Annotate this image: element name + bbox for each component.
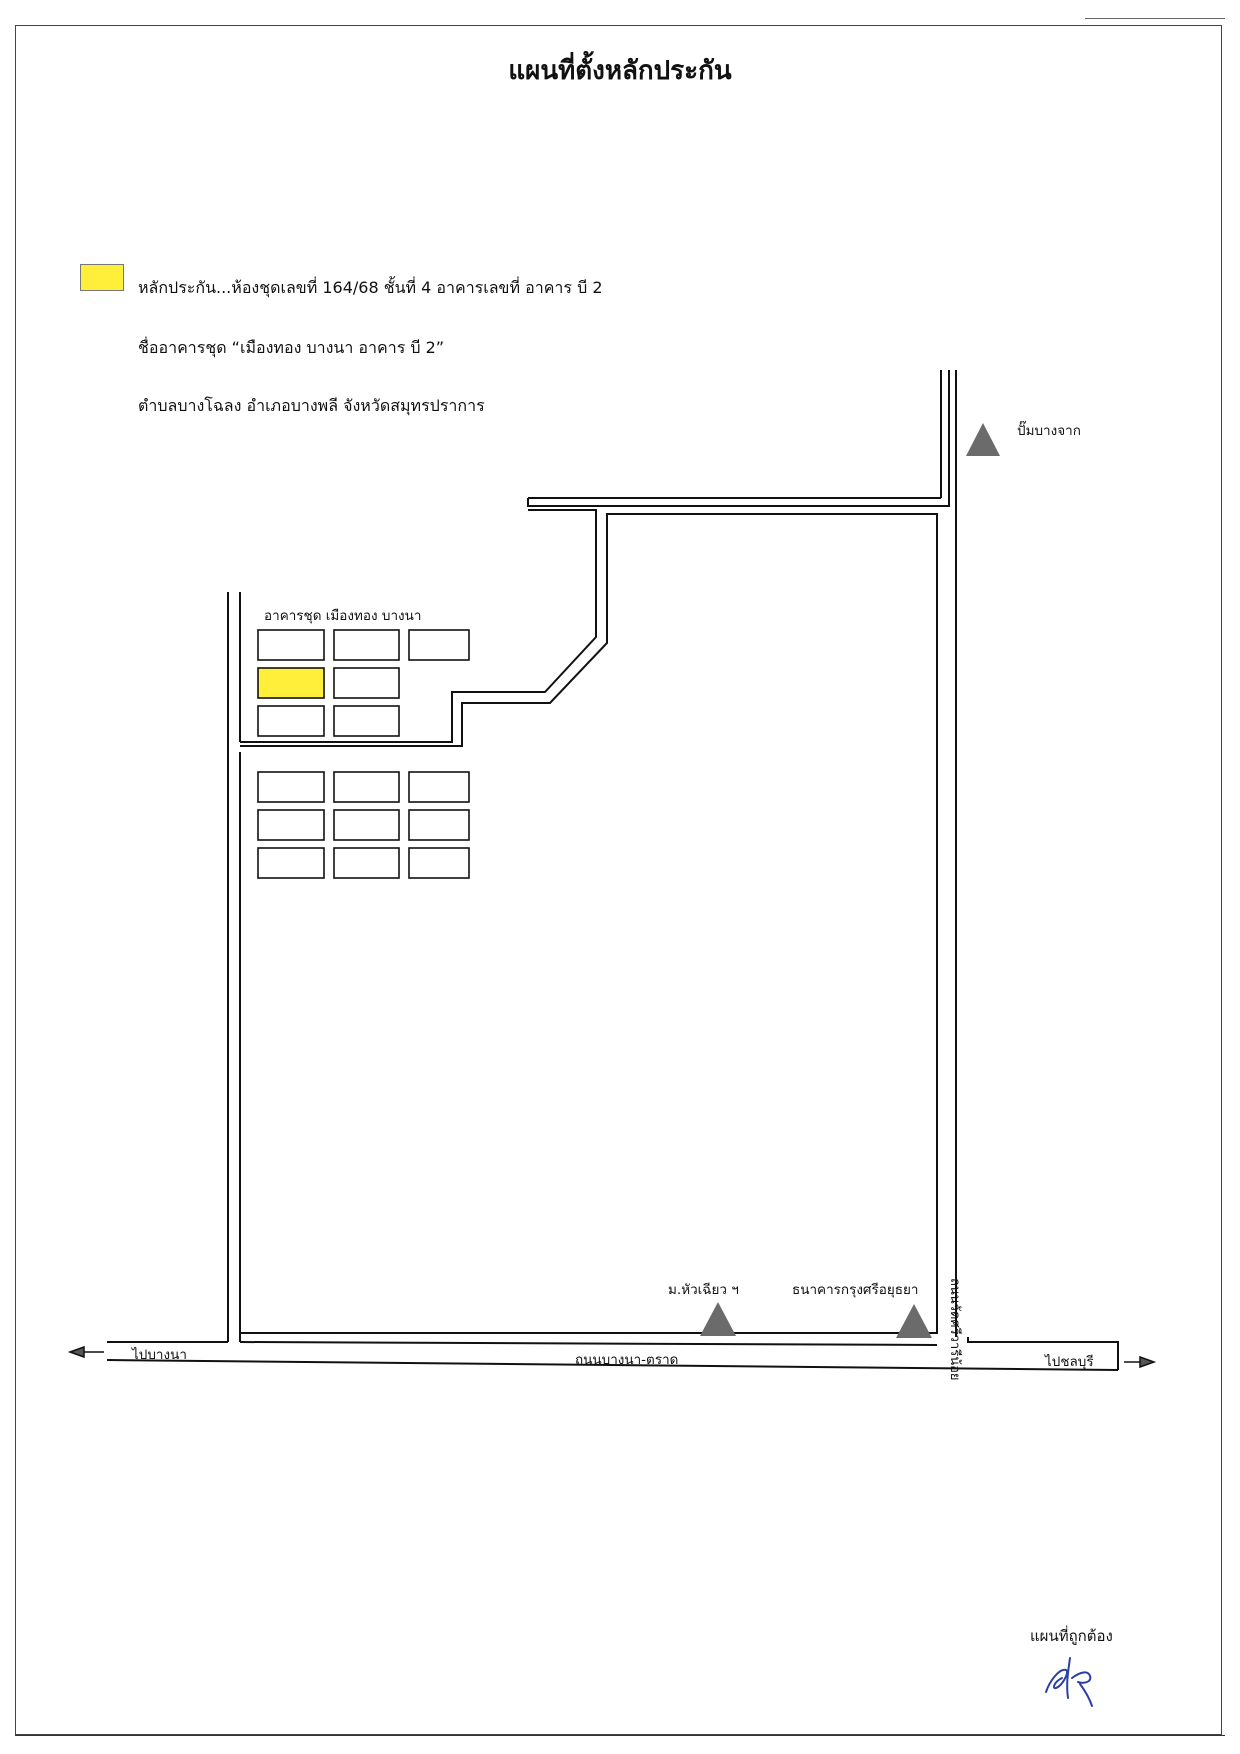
building-block	[333, 809, 400, 841]
building-block	[333, 771, 400, 803]
building-name: ชื่ออาคารชุด “เมืองทอง บางนา อาคาร บี 2”	[138, 338, 445, 357]
scan-top-line	[1085, 18, 1225, 19]
access-road	[240, 509, 597, 743]
building-block	[408, 629, 470, 661]
main-road-label: ถนนบางนา-ตราด	[575, 1352, 679, 1368]
complex-label: อาคารชุด เมืองทอง บางนา	[264, 608, 422, 624]
map-title: แผนที่ตั้งหลักประกัน	[508, 56, 732, 86]
building-block	[333, 629, 400, 661]
left-destination-label: ไปบางนา	[132, 1347, 187, 1363]
arrow-left-icon	[67, 1345, 85, 1359]
triangle-landmark-icon	[700, 1302, 736, 1336]
right-destination-label: ไปชลบุรี	[1045, 1354, 1094, 1370]
location-info: ตำบลบางโฉลง อำเภอบางพลี จังหวัดสมุทรปราก…	[138, 396, 485, 415]
building-block	[257, 629, 325, 661]
scan-bottom-line	[15, 1735, 1225, 1736]
building-block	[408, 809, 470, 841]
highlighted-building	[257, 667, 325, 699]
bank-label: ธนาคารกรุงศรีอยุธยา	[792, 1282, 919, 1298]
legend-swatch	[80, 264, 124, 291]
mall-label: ม.หัวเฉียว ฯ	[668, 1282, 739, 1298]
side-road-label: ถนนวัดศรีวารีน้อย	[947, 1278, 962, 1381]
building-block	[257, 705, 325, 737]
building-block	[257, 847, 325, 879]
triangle-landmark-icon	[966, 423, 1000, 456]
pump-label: ปั๊มบางจาก	[1017, 423, 1081, 439]
collateral-info: หลักประกัน...ห้องชุดเลขที่ 164/68 ชั้นที…	[138, 278, 603, 297]
building-block	[333, 667, 400, 699]
building-block	[257, 771, 325, 803]
building-block	[408, 771, 470, 803]
building-block	[408, 847, 470, 879]
main-road-line	[239, 1341, 938, 1346]
signature	[1045, 1657, 1093, 1707]
top-road	[527, 370, 950, 507]
building-block	[333, 847, 400, 879]
certified-label: แผนที่ถูกต้อง	[1030, 1627, 1113, 1645]
side-road-line	[967, 1337, 1119, 1370]
building-block	[257, 809, 325, 841]
page-border	[15, 25, 1222, 1735]
main-road-line	[106, 1359, 1119, 1371]
arrow-right-icon	[1139, 1355, 1157, 1369]
building-block	[333, 705, 400, 737]
triangle-landmark-icon	[896, 1304, 932, 1338]
